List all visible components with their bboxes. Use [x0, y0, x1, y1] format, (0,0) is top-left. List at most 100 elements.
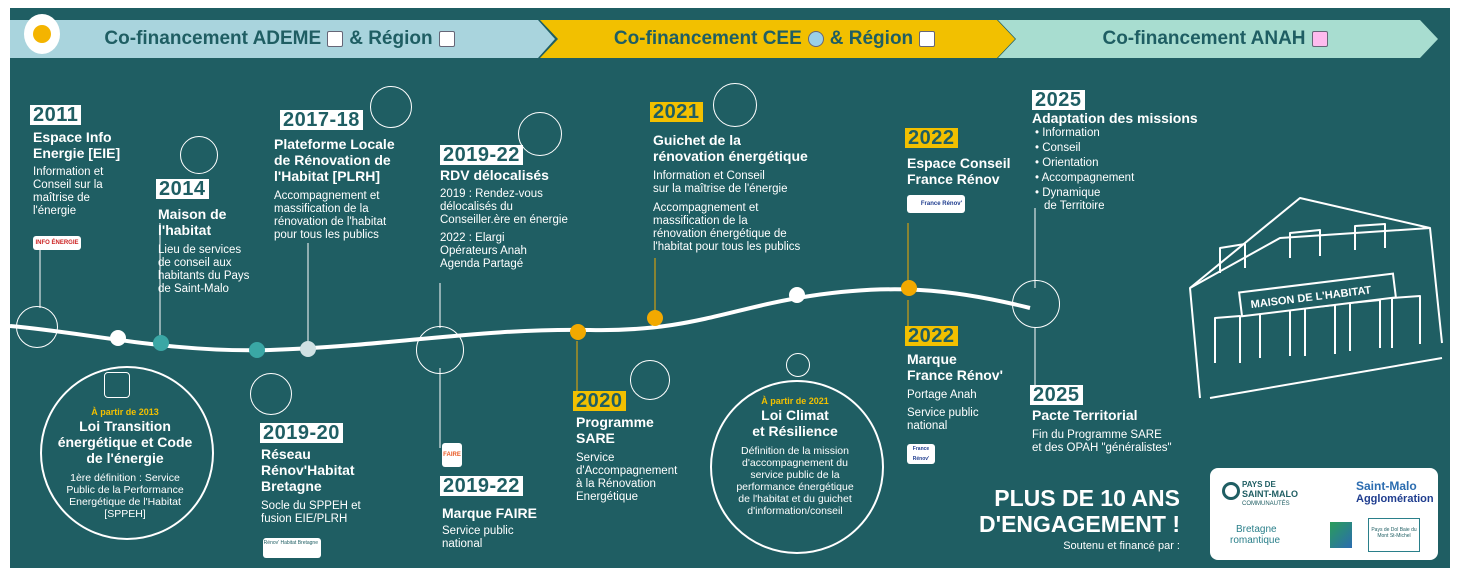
- year-badge: 2014: [156, 179, 209, 199]
- marque-text: Service public: [907, 407, 979, 419]
- guichet-title-2: rénovation énergétique: [653, 148, 808, 164]
- marque-text: national: [907, 420, 948, 432]
- year-badge: 2021: [650, 102, 703, 122]
- climat-title-2: et Résilience: [752, 423, 838, 439]
- solar-panel-icon: [104, 372, 130, 398]
- plrh-text: Accompagnement et: [274, 190, 380, 202]
- band-anah: Co-financement ANAH: [998, 20, 1438, 58]
- eie-text: Information et: [33, 166, 104, 178]
- maison-habitat-building-illustration: MAISON DE L'HABITAT: [1189, 197, 1443, 399]
- climat-text: d'information/conseil: [747, 505, 843, 517]
- band-cee-suffix: & Région: [829, 28, 914, 49]
- loi-title-3: de l'énergie: [86, 450, 164, 466]
- people-icon: [370, 86, 412, 128]
- marque-text: Portage Anah: [907, 389, 977, 401]
- renov-habitat-logo: Rénov' Habitat Bretagne: [263, 538, 321, 558]
- band-ademe-label: Co-financement ADEME: [104, 28, 322, 49]
- pacte-text: Fin du Programme SARE: [1032, 429, 1162, 441]
- reseau-title-1: Réseau: [261, 446, 311, 462]
- loi-text: [SPPEH]: [104, 508, 146, 520]
- cee-logo-icon: [807, 31, 824, 47]
- france-renov-logo: France Rénov': [907, 444, 935, 464]
- climat-title-1: Loi Climat: [761, 407, 829, 423]
- loi-title-1: Loi Transition: [79, 418, 171, 434]
- climat-text: performance énergétique: [736, 481, 854, 493]
- community-logo: [1330, 522, 1352, 548]
- pacte-title: Pacte Territorial: [1032, 407, 1138, 423]
- eie-title-2: Energie [EIE]: [33, 145, 121, 161]
- guichet-title-1: Guichet de la: [653, 132, 741, 148]
- handshake-icon: [630, 360, 670, 400]
- guichet-text: Information et Conseil: [653, 170, 765, 182]
- timeline-dot: [570, 324, 586, 340]
- plrh-title-3: l'Habitat [PLRH]: [274, 168, 380, 184]
- year-badge: 2025: [1030, 385, 1083, 405]
- timeline-dot: [249, 342, 265, 358]
- pays-line-1: PAYS DE: [1242, 480, 1276, 489]
- loi-text: 1ère définition : Service: [70, 472, 180, 484]
- headline-line-1: PLUS DE 10 ANS: [994, 485, 1180, 511]
- year-badge: 2019-20: [260, 423, 343, 443]
- year-badge: 2019-22: [440, 145, 523, 165]
- timeline-dot: [110, 330, 126, 346]
- timeline-dot: [153, 335, 169, 351]
- pays-line-3: COMMUNAUTÉS: [1242, 501, 1290, 507]
- year-badge: 2017-18: [280, 110, 363, 130]
- advisor-icon: [713, 83, 757, 127]
- guichet-text: Accompagnement et: [653, 202, 759, 214]
- bretagne-line-2: romantique: [1230, 535, 1281, 546]
- maison-title-1: Maison de: [158, 206, 227, 222]
- region-logo-icon: [919, 31, 936, 47]
- partners-box: PAYS DE SAINT-MALO COMMUNAUTÉS Saint-Mal…: [1210, 468, 1438, 560]
- year-badge: 2022: [905, 326, 958, 346]
- espace-title-1: Espace Conseil: [907, 155, 1011, 171]
- agglo-line-1: Saint-Malo: [1356, 479, 1417, 493]
- hand-check-icon: [16, 306, 58, 348]
- loi-transition-circle: [40, 366, 214, 540]
- anah-logo-icon: [1311, 31, 1328, 47]
- ademe-logo-icon: [327, 31, 344, 47]
- region-logo-icon: [438, 31, 455, 47]
- maison-text: de Saint-Malo: [158, 283, 229, 295]
- loi-title-2: énergétique et Code: [57, 434, 193, 450]
- reseau-title-2: Rénov'Habitat: [261, 462, 355, 478]
- espace-title-2: France Rénov: [907, 171, 1000, 187]
- maison-text: Lieu de services: [158, 244, 242, 256]
- faire-logo: FAIRE: [442, 443, 462, 467]
- guichet-text: rénovation énergétique de: [653, 228, 787, 240]
- climat-intro: À partir de 2021: [761, 396, 829, 406]
- eie-text: maîtrise de: [33, 192, 90, 204]
- timeline-dot: [647, 310, 663, 326]
- band-cee: Co-financement CEE & Région: [540, 20, 1015, 58]
- faire-text: Service public: [442, 525, 514, 537]
- pays-de-dol-logo: Pays de Dol Baie du Mont St-Michel: [1368, 518, 1420, 552]
- adaptation-item: • Conseil: [1035, 142, 1081, 154]
- maison-text: de conseil aux: [158, 257, 232, 269]
- adaptation-title: Adaptation des missions: [1032, 110, 1198, 126]
- maison-habitat-logo: [24, 14, 60, 54]
- climat-text: Définition de la mission: [741, 445, 849, 457]
- year-badge: 2025: [1032, 90, 1085, 110]
- loi-text: Public de la Performance: [66, 484, 184, 496]
- sare-title-1: Programme: [576, 414, 654, 430]
- plrh-text: rénovation de l'habitat: [274, 216, 387, 228]
- faire-text: national: [442, 538, 483, 550]
- rdv-text: Conseiller.ère en énergie: [440, 214, 568, 226]
- band-anah-label: Co-financement ANAH: [1102, 28, 1306, 49]
- adaptation-item: • Dynamique: [1035, 187, 1101, 199]
- faire-title: Marque FAIRE: [442, 505, 537, 521]
- headline-line-2: D'ENGAGEMENT !: [979, 511, 1180, 537]
- guichet-text: sur la maîtrise de l'énergie: [653, 183, 788, 195]
- reseau-text: fusion EIE/PLRH: [261, 513, 348, 525]
- adaptation-item: • Accompagnement: [1035, 172, 1135, 184]
- loi-text: Energétique de l'Habitat: [69, 496, 181, 508]
- headline-sub: Soutenu et financé par :: [1063, 540, 1180, 552]
- eie-text: l'énergie: [33, 205, 77, 217]
- cycle-arrows-icon: [250, 373, 292, 415]
- sare-text: d'Accompagnement: [576, 465, 678, 477]
- guichet-text: l'habitat pour tous les publics: [653, 241, 801, 253]
- band-cee-label: Co-financement CEE: [613, 28, 802, 49]
- reseau-text: Socle du SPPEH et: [261, 500, 361, 512]
- maison-text: habitants du Pays: [158, 270, 250, 282]
- band-ademe-suffix: & Région: [349, 28, 433, 49]
